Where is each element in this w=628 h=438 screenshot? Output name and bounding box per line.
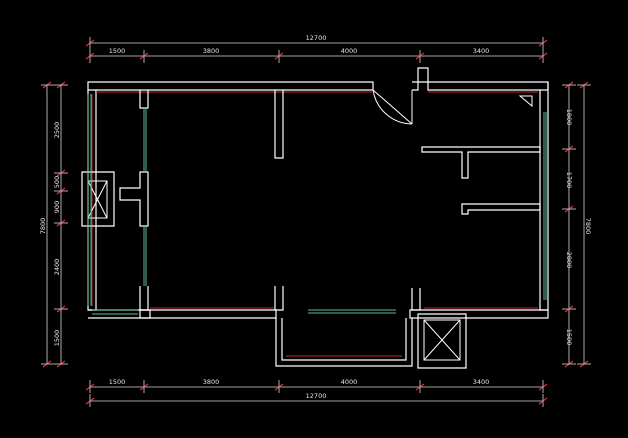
bottom-seg-2: 3800: [203, 378, 220, 386]
corner-marker: [518, 95, 533, 108]
bottom-dimension-total: 12700: [85, 392, 548, 407]
top-seg-4: 3400: [473, 47, 490, 55]
left-shaft: [81, 171, 115, 227]
windows: [87, 94, 547, 315]
left-dimension-segments: 2500 500 900 2400 1500: [53, 81, 68, 368]
inner-wall-lines: [91, 91, 538, 309]
bottom-seg-3: 4000: [341, 378, 358, 386]
left-seg-3: 900: [53, 201, 61, 213]
bottom-seg-1: 1500: [109, 378, 126, 386]
left-seg-1: 2500: [53, 122, 61, 139]
left-dimension-total: 7800: [39, 81, 54, 368]
right-seg-3: 2800: [565, 252, 573, 269]
bottom-total-label: 12700: [306, 392, 327, 400]
top-seg-3: 4000: [341, 47, 358, 55]
exterior-walls: [87, 67, 549, 319]
top-seg-1: 1500: [109, 47, 126, 55]
right-seg-2: 1700: [565, 172, 573, 189]
entry-door: [372, 89, 413, 125]
right-seg-1: 1800: [565, 109, 573, 126]
right-seg-4: 1500: [565, 329, 573, 346]
left-seg-4: 2400: [53, 259, 61, 276]
interior-walls: [119, 90, 541, 311]
right-dimension-total: 7800: [577, 81, 592, 368]
top-total-label: 12700: [306, 34, 327, 42]
right-dimension-segments: 1800 1700 2800 1500: [562, 81, 576, 368]
bottom-balcony: [275, 318, 413, 367]
left-seg-5: 1500: [53, 330, 61, 347]
left-total-label: 7800: [39, 218, 47, 235]
bottom-seg-4: 3400: [473, 378, 490, 386]
right-total-label: 7800: [584, 218, 592, 235]
top-dimension-segments: 1500 3800 4000 3400: [85, 47, 548, 63]
top-seg-2: 3800: [203, 47, 220, 55]
right-shaft: [417, 313, 467, 369]
bottom-dimension-segments: 1500 3800 4000 3400: [85, 378, 548, 393]
left-seg-2: 500: [53, 176, 61, 188]
top-dimension-total: 12700: [85, 34, 548, 50]
